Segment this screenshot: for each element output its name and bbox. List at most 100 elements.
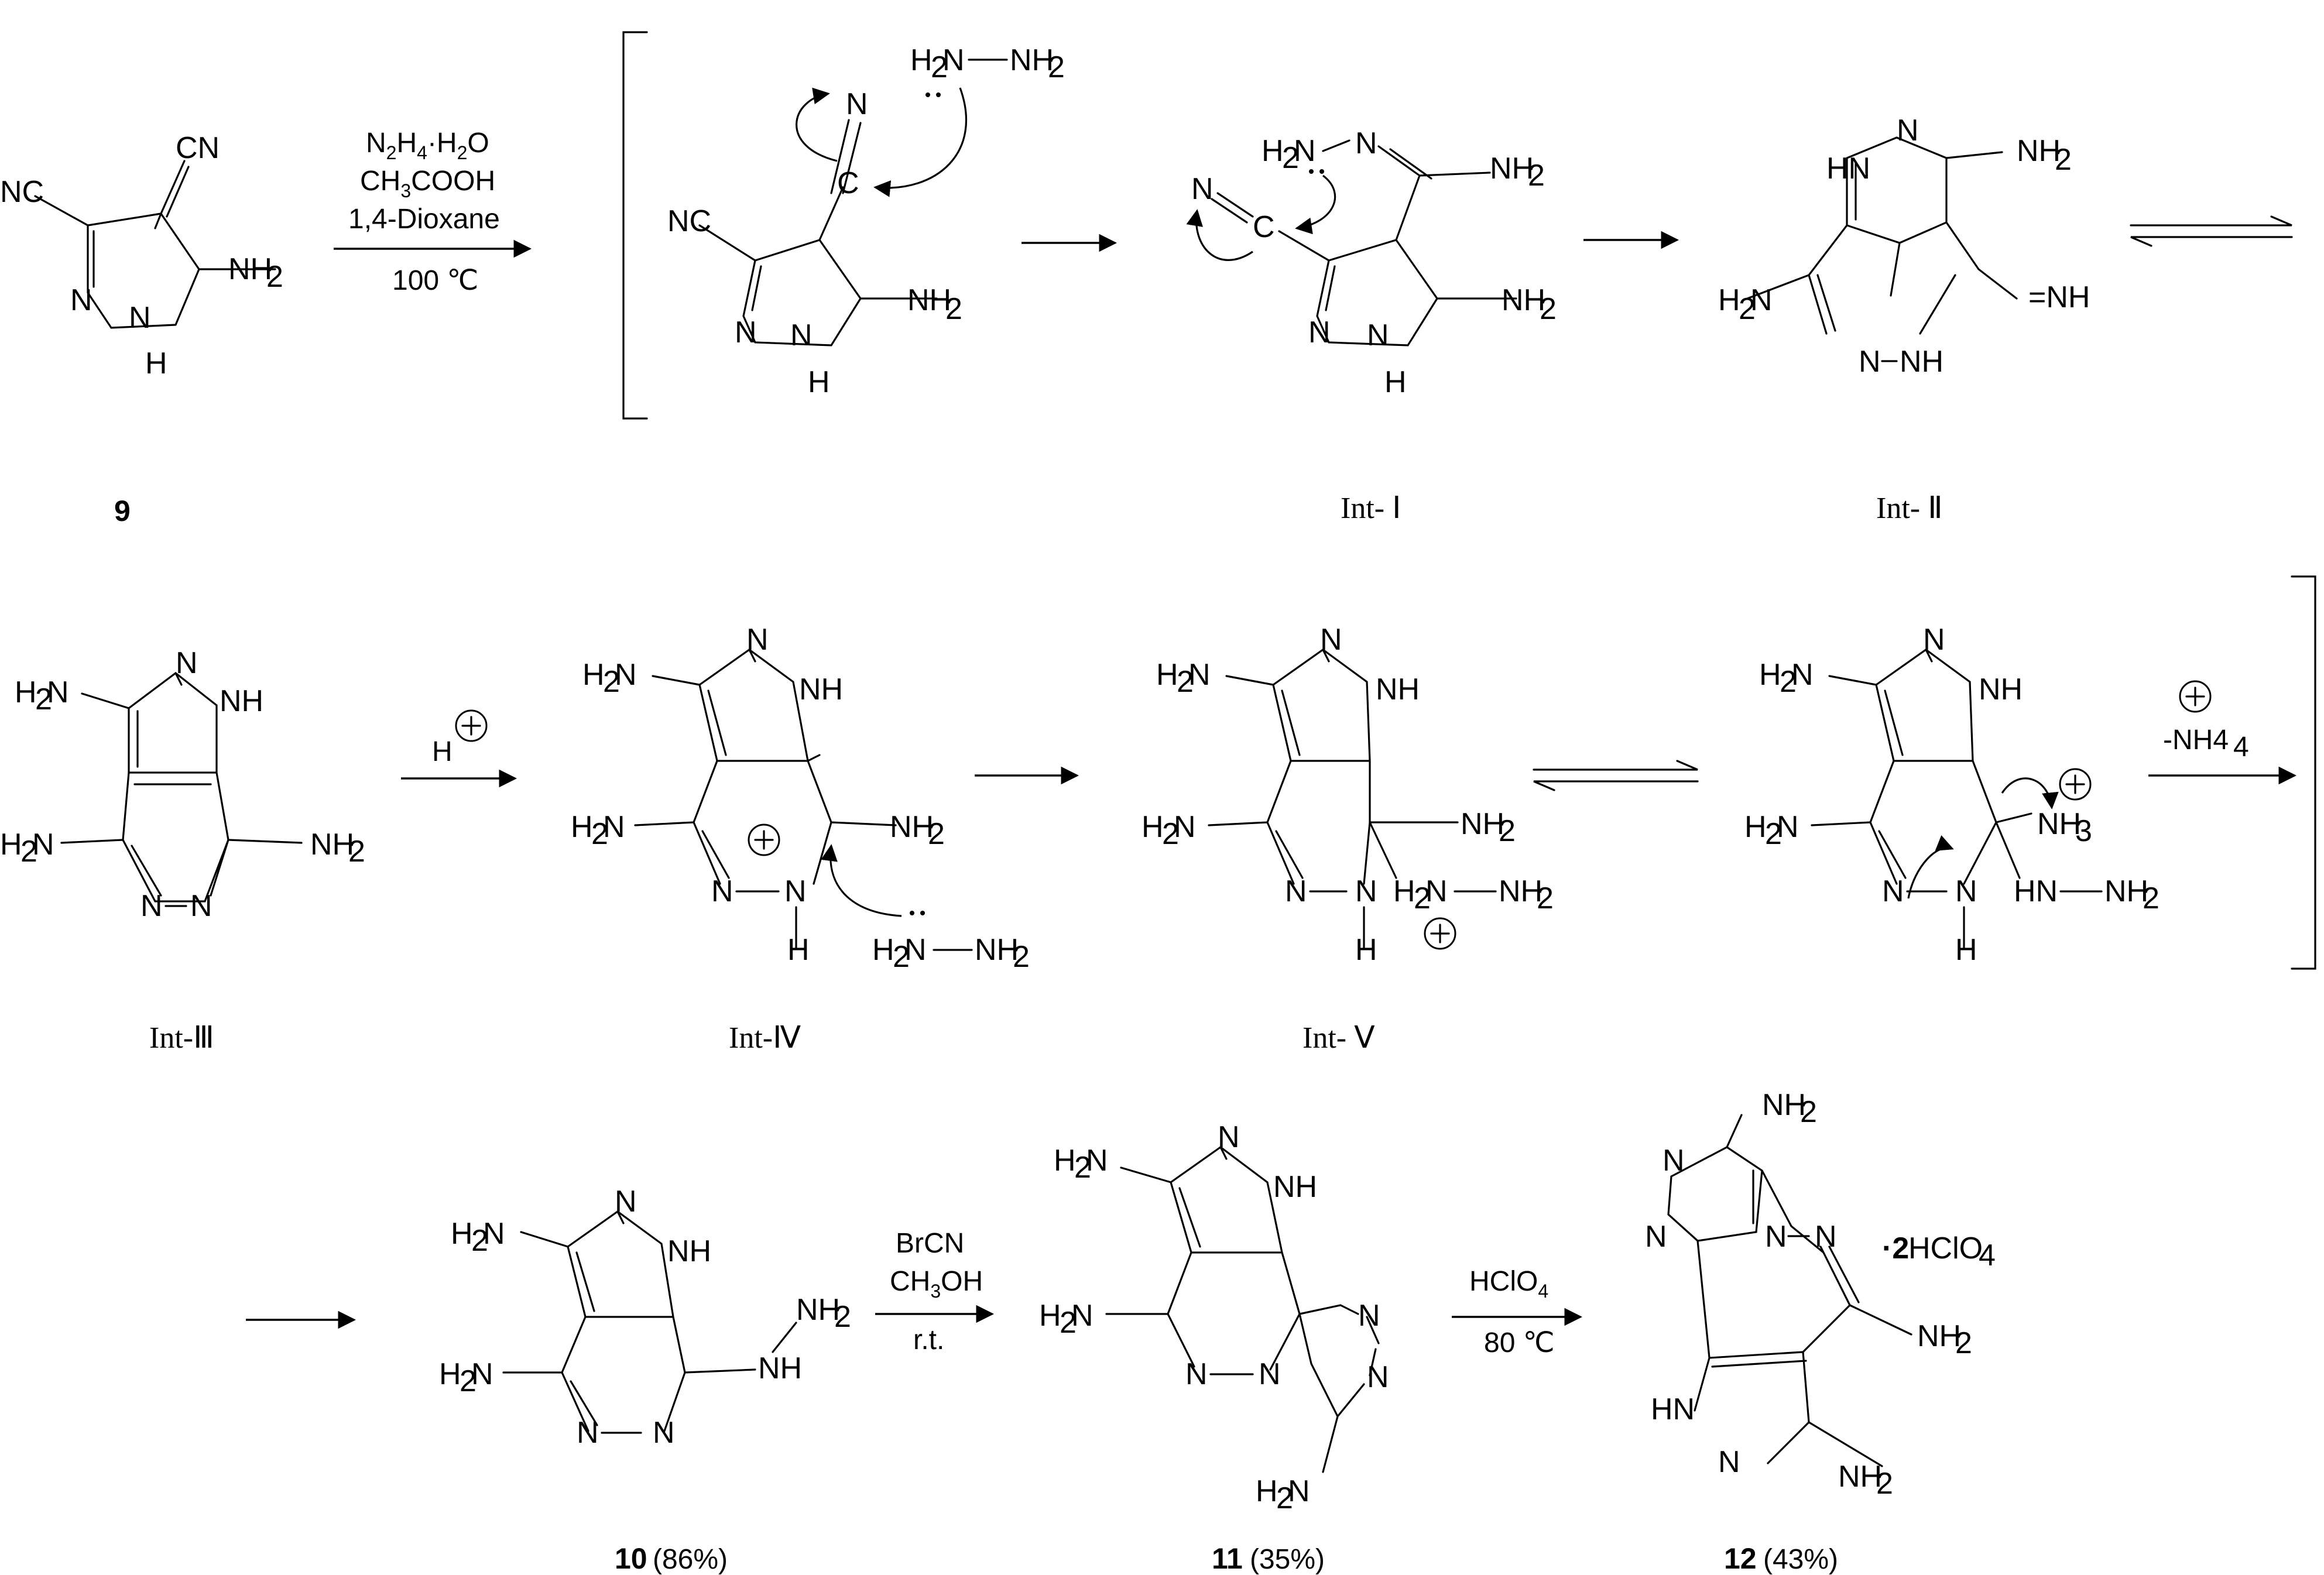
svg-text:N: N <box>1288 1474 1310 1508</box>
hclo4-conditions: HClO4 80 ℃ <box>1469 1266 1555 1358</box>
svg-text:H: H <box>1142 810 1164 844</box>
svg-text:N: N <box>1185 1357 1208 1391</box>
svg-text:2: 2 <box>1955 1326 1972 1360</box>
svg-text:4: 4 <box>2233 732 2249 763</box>
svg-text:CH3OH: CH3OH <box>890 1266 983 1302</box>
svg-text:12: 12 <box>1724 1542 1757 1575</box>
svg-text:H: H <box>1262 134 1284 168</box>
svg-text:NH: NH <box>799 672 843 706</box>
int5-label: Int- Ⅴ <box>1302 1021 1375 1055</box>
intermediate-attack-cn: C N NC NH2 N N H H2N NH2 <box>667 43 1065 399</box>
svg-text:N: N <box>1897 114 1919 147</box>
svg-text:·2: ·2 <box>1882 1231 1909 1265</box>
int3-label: Int-Ⅲ <box>149 1021 214 1055</box>
svg-text:NH: NH <box>1461 807 1504 841</box>
svg-text:2: 2 <box>20 835 37 869</box>
svg-text:2: 2 <box>460 1364 477 1398</box>
svg-text:N: N <box>1718 1445 1740 1479</box>
svg-text:2: 2 <box>1282 141 1299 175</box>
svg-text:N: N <box>1777 810 1799 844</box>
svg-text:(86%): (86%) <box>653 1544 728 1575</box>
svg-text:N: N <box>1285 874 1307 908</box>
svg-text:2: 2 <box>1739 292 1756 326</box>
brcn-conditions: BrCN CH3OH r.t. <box>890 1228 983 1356</box>
svg-text:H: H <box>1955 933 1977 967</box>
svg-text:NH: NH <box>220 684 263 718</box>
svg-text:N: N <box>70 283 92 317</box>
svg-text:N: N <box>942 43 965 77</box>
svg-text:N: N <box>1355 874 1377 908</box>
svg-text:2: 2 <box>928 817 945 851</box>
bracket-right <box>2291 575 2316 970</box>
svg-text:N: N <box>1174 810 1196 844</box>
svg-text:N: N <box>1367 1360 1389 1394</box>
svg-text:NH: NH <box>890 810 934 844</box>
svg-text:N: N <box>176 646 198 680</box>
svg-text:NH: NH <box>1762 1088 1806 1122</box>
ammonia-loss-step: -NH4 4 <box>2163 680 2249 763</box>
compound-10: H2N N NH NH2 NH H2N N N <box>439 1185 851 1450</box>
svg-text:2: 2 <box>35 682 52 716</box>
svg-text:(43%): (43%) <box>1763 1544 1838 1575</box>
svg-text:NH: NH <box>228 252 272 286</box>
svg-text:NH: NH <box>1838 1460 1882 1494</box>
svg-text:10: 10 <box>615 1542 647 1575</box>
svg-text:N: N <box>1859 345 1881 379</box>
step1-conditions: N2H4·H2O CH3COOH 1,4-Dioxane 100 ℃ <box>348 128 500 296</box>
svg-text:NH: NH <box>1499 874 1543 908</box>
svg-text:H: H <box>808 365 830 399</box>
svg-text:H: H <box>1718 283 1740 317</box>
int2-structure: HN N NH2 H2N =NH N NH <box>1718 114 2090 379</box>
svg-text:N: N <box>140 889 163 923</box>
svg-text:2: 2 <box>1074 1151 1091 1185</box>
svg-text:2: 2 <box>471 1224 488 1258</box>
svg-text:NH: NH <box>1010 43 1054 77</box>
svg-text:N2H4·H2O: N2H4·H2O <box>366 128 489 163</box>
svg-text:N: N <box>1188 658 1211 692</box>
svg-text:2: 2 <box>1876 1467 1893 1501</box>
svg-text:NH: NH <box>1376 672 1420 706</box>
compound-12-label: 12 (43%) <box>1724 1542 1838 1575</box>
svg-text:N: N <box>129 301 151 335</box>
svg-text:NH: NH <box>310 828 354 862</box>
svg-text:N: N <box>1663 1144 1685 1178</box>
svg-text:2: 2 <box>603 665 620 699</box>
svg-text:N: N <box>615 1185 637 1219</box>
svg-text:2: 2 <box>1800 1095 1817 1129</box>
int4-label: Int-Ⅳ <box>729 1021 801 1055</box>
svg-text:HN: HN <box>2014 874 2058 908</box>
svg-text:NH: NH <box>1502 283 1545 317</box>
svg-text:2: 2 <box>1540 292 1557 326</box>
svg-text:C: C <box>837 166 859 200</box>
svg-text:N: N <box>577 1416 599 1450</box>
svg-text:H: H <box>0 828 22 862</box>
svg-text:H: H <box>1256 1474 1278 1508</box>
svg-text:2: 2 <box>893 940 910 974</box>
svg-text:N: N <box>1191 172 1214 206</box>
svg-text:11: 11 <box>1212 1542 1243 1575</box>
svg-text:N: N <box>1308 315 1331 349</box>
svg-text:1,4-Dioxane: 1,4-Dioxane <box>348 204 500 235</box>
svg-text:CH3COOH: CH3COOH <box>360 166 495 201</box>
svg-text:2: 2 <box>1177 665 1194 699</box>
svg-text:2: 2 <box>591 817 608 851</box>
svg-text:N: N <box>1071 1299 1094 1333</box>
compound-9: CN NC NH2 N N H <box>0 131 283 380</box>
svg-text:NH: NH <box>2037 807 2081 841</box>
svg-text:NH: NH <box>975 933 1019 967</box>
svg-text:NH: NH <box>2017 134 2061 168</box>
svg-text:NC: NC <box>0 175 44 209</box>
svg-text:N: N <box>711 874 733 908</box>
svg-text:N: N <box>47 675 69 709</box>
svg-text:N: N <box>603 810 625 844</box>
svg-text:NH: NH <box>907 283 951 317</box>
int1-label: Int- Ⅰ <box>1341 492 1401 525</box>
compound-10-label: 10 (86%) <box>615 1542 728 1575</box>
svg-text:HClO: HClO <box>1908 1231 1983 1265</box>
svg-text:N: N <box>1425 874 1448 908</box>
int4-structure: H2N N NH H2N NH2 N N H H2N NH2 <box>571 623 1030 974</box>
svg-text:N: N <box>483 1217 505 1251</box>
svg-text:NH: NH <box>667 1234 711 1268</box>
svg-text:2: 2 <box>945 292 962 326</box>
